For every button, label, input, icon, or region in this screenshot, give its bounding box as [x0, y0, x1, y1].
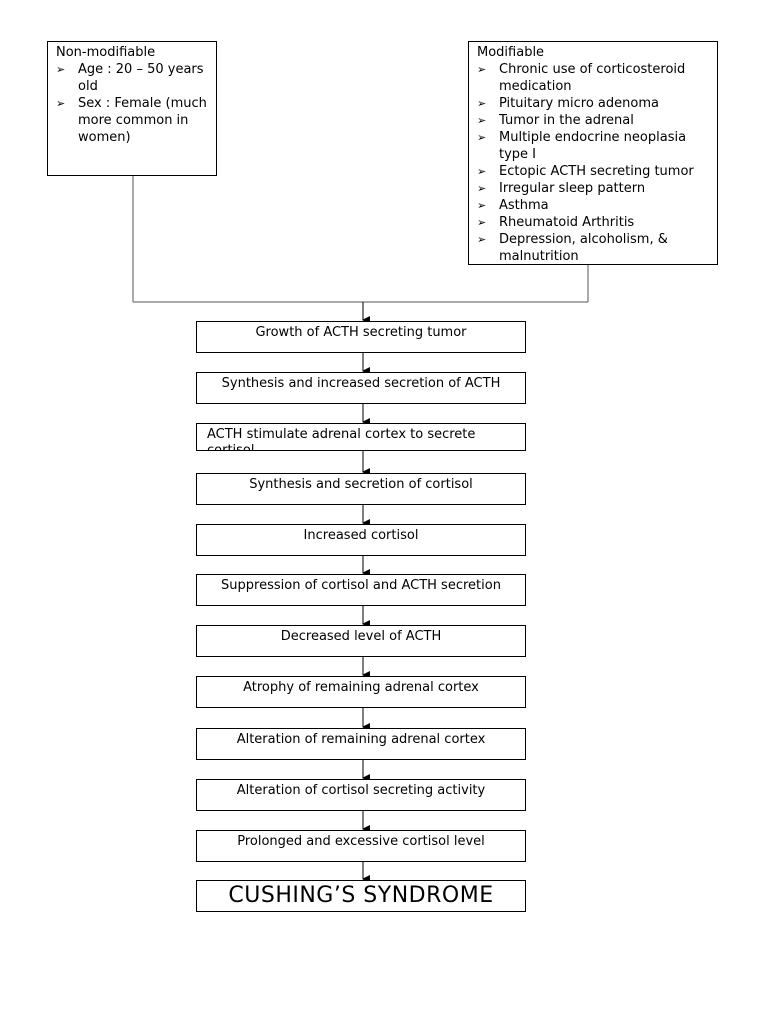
flow-step-decreased-acth: Decreased level of ACTH: [196, 625, 526, 657]
outcome-box: CUSHING’S SYNDROME: [196, 880, 526, 912]
arrow-bullet-icon: ➢: [477, 233, 487, 246]
arrow-bullet-icon: ➢: [477, 199, 487, 212]
flow-step-acth-tumor-growth: Growth of ACTH secreting tumor: [196, 321, 526, 353]
list-item: ➢Multiple endocrine neoplasia type I: [477, 130, 687, 162]
arrow-bullet-icon: ➢: [477, 63, 487, 76]
list-item: ➢Sex : Female (much more common in women…: [56, 96, 207, 145]
non-modifiable-list: ➢Age : 20 – 50 years old ➢Sex : Female (…: [56, 61, 208, 146]
list-item: ➢Depression, alcoholism, & malnutrition: [477, 232, 668, 264]
flow-step-acth-secretion: Synthesis and increased secretion of ACT…: [196, 372, 526, 404]
list-item: ➢Age : 20 – 50 years old: [56, 62, 204, 94]
modifiable-list: ➢Chronic use of corticosteroid medicatio…: [477, 61, 709, 264]
list-item: ➢Tumor in the adrenal: [477, 113, 634, 128]
flow-step-suppression: Suppression of cortisol and ACTH secreti…: [196, 574, 526, 606]
flow-step-atrophy: Atrophy of remaining adrenal cortex: [196, 676, 526, 708]
list-item: ➢Pituitary micro adenoma: [477, 96, 659, 111]
flow-step-increased-cortisol: Increased cortisol: [196, 524, 526, 556]
list-item: ➢Chronic use of corticosteroid medicatio…: [477, 62, 686, 94]
flow-step-cortisol-secretion: Synthesis and secretion of cortisol: [196, 473, 526, 505]
arrow-bullet-icon: ➢: [477, 131, 487, 144]
list-item: ➢Asthma: [477, 198, 549, 213]
arrow-bullet-icon: ➢: [477, 165, 487, 178]
list-item: ➢Irregular sleep pattern: [477, 181, 646, 196]
arrow-bullet-icon: ➢: [477, 182, 487, 195]
arrow-bullet-icon: ➢: [477, 97, 487, 110]
list-item: ➢Rheumatoid Arthritis: [477, 215, 635, 230]
flow-step-alteration-activity: Alteration of cortisol secreting activit…: [196, 779, 526, 811]
modifiable-box: Modifiable ➢Chronic use of corticosteroi…: [468, 41, 718, 265]
list-item: ➢Ectopic ACTH secreting tumor: [477, 164, 694, 179]
non-modifiable-title: Non-modifiable: [56, 45, 156, 60]
flow-step-alteration-cortex: Alteration of remaining adrenal cortex: [196, 728, 526, 760]
flow-step-prolonged-cortisol: Prolonged and excessive cortisol level: [196, 830, 526, 862]
flow-step-adrenal-stimulation: ACTH stimulate adrenal cortex to secrete…: [196, 423, 526, 451]
arrow-bullet-icon: ➢: [477, 216, 487, 229]
arrow-bullet-icon: ➢: [477, 114, 487, 127]
arrow-bullet-icon: ➢: [56, 63, 66, 76]
arrow-bullet-icon: ➢: [56, 97, 66, 110]
non-modifiable-box: Non-modifiable ➢Age : 20 – 50 years old …: [47, 41, 217, 176]
modifiable-title: Modifiable: [477, 45, 545, 60]
